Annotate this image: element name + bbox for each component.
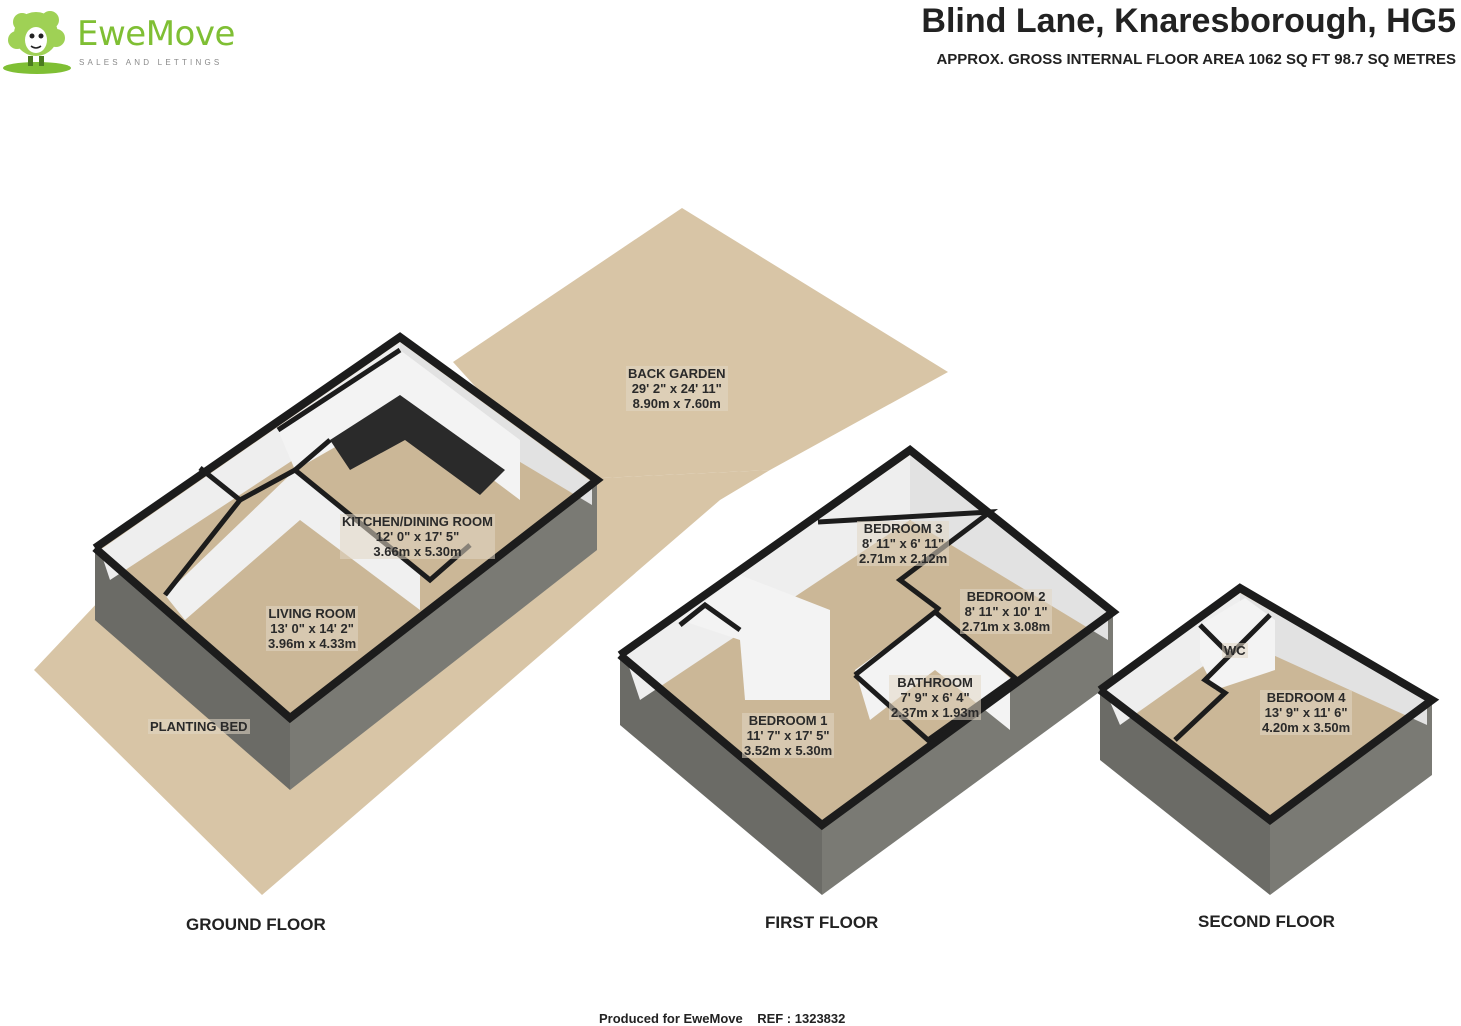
room-size-metric: 4.20m x 3.50m — [1262, 720, 1351, 735]
ground-wall-tops — [92, 332, 604, 724]
second-interior-walls — [1173, 623, 1234, 742]
room-label-bedroom4: BEDROOM 4 13' 9" x 11' 6" 4.20m x 3.50m — [1260, 690, 1353, 735]
second-brick-wall-left — [1100, 690, 1270, 895]
room-size-metric: 2.71m x 2.12m — [859, 551, 948, 566]
ewemove-logo[interactable]: EweMove SALES AND LETTINGS — [0, 0, 260, 80]
first-interior-walls-3 — [678, 601, 742, 633]
second-floor-plan — [1097, 583, 1440, 895]
room-size-imperial: 8' 11" x 6' 11" — [862, 536, 945, 551]
second-brick-wall-right — [1270, 700, 1432, 895]
brand-name: EweMove — [77, 14, 235, 54]
room-size-imperial: 7' 9" x 6' 4" — [900, 690, 970, 705]
room-name: LIVING ROOM — [268, 606, 356, 621]
ground-interior-walls — [276, 347, 402, 433]
room-name: BEDROOM 3 — [863, 521, 943, 536]
room-size-metric: 3.66m x 5.30m — [373, 544, 462, 559]
floor-area-subtitle: APPROX. GROSS INTERNAL FLOOR AREA 1062 S… — [936, 51, 1456, 68]
first-brick-wall-left — [620, 655, 822, 895]
kitchen-worktop — [330, 395, 505, 495]
room-label-wc: WC — [1222, 643, 1248, 658]
first-back-wall — [625, 455, 910, 700]
second-wall-tops — [1097, 583, 1440, 826]
second-back-wall-right — [1240, 593, 1427, 725]
room-size-metric: 3.52m x 5.30m — [744, 743, 833, 758]
ground-interior-walls-4 — [293, 438, 332, 472]
room-label-bedroom1: BEDROOM 1 11' 7" x 17' 5" 3.52m x 5.30m — [742, 713, 835, 758]
room-size-metric: 2.71m x 3.08m — [962, 619, 1051, 634]
first-wall-tops — [617, 444, 1120, 831]
first-brick-wall-right — [822, 612, 1113, 895]
room-size-metric: 8.90m x 7.60m — [632, 396, 721, 411]
room-name: BEDROOM 4 — [1266, 690, 1346, 705]
room-size-imperial: 13' 0" x 14' 2" — [270, 621, 354, 636]
first-back-wall-right — [910, 455, 1108, 640]
room-name: BEDROOM 1 — [748, 713, 828, 728]
ground-floor-caption: GROUND FLOOR — [186, 915, 326, 934]
kitchen-wall — [278, 350, 520, 500]
room-size-imperial: 29' 2" x 24' 11" — [631, 381, 722, 396]
room-size-metric: 3.96m x 4.33m — [268, 636, 357, 651]
room-name: PLANTING BED — [150, 719, 248, 734]
room-label-back-garden: BACK GARDEN 29' 2" x 24' 11" 8.90m x 7.6… — [626, 366, 728, 411]
room-label-bathroom: BATHROOM 7' 9" x 6' 4" 2.37m x 1.93m — [889, 675, 982, 720]
first-partition-walls — [680, 575, 830, 700]
brand-tagline: SALES AND LETTINGS — [79, 58, 223, 67]
room-size-imperial: 12' 0" x 17' 5" — [375, 529, 460, 544]
room-label-bedroom2: BEDROOM 2 8' 11" x 10' 1" 2.71m x 3.08m — [960, 589, 1053, 634]
room-size-imperial: 11' 7" x 17' 5" — [746, 728, 830, 743]
sheep-mascot-icon — [3, 11, 71, 74]
room-size-imperial: 8' 11" x 10' 1" — [964, 604, 1048, 619]
second-floor-caption: SECOND FLOOR — [1198, 912, 1335, 931]
room-label-bedroom3: BEDROOM 3 8' 11" x 6' 11" 2.71m x 2.12m — [857, 521, 950, 566]
first-floor-caption: FIRST FLOOR — [765, 913, 879, 932]
back-garden-area — [453, 208, 948, 480]
room-name: KITCHEN/DINING ROOM — [342, 514, 493, 529]
room-label-kitchen: KITCHEN/DINING ROOM 12' 0" x 17' 5" 3.66… — [340, 514, 495, 559]
ground-brick-wall-right — [290, 480, 597, 790]
room-label-planting-bed: PLANTING BED — [148, 719, 250, 734]
room-label-living: LIVING ROOM 13' 0" x 14' 2" 3.96m x 4.33… — [266, 606, 359, 651]
first-floor-plan — [617, 444, 1120, 895]
property-title: Blind Lane, Knaresborough, HG5 — [921, 2, 1456, 40]
room-name: WC — [1224, 643, 1246, 658]
room-size-imperial: 13' 9" x 11' 6" — [1264, 705, 1348, 720]
footer-reference: Produced for EweMove REF : 1323832 — [599, 1011, 846, 1026]
room-name: BATHROOM — [897, 675, 973, 690]
room-size-metric: 2.37m x 1.93m — [891, 705, 980, 720]
room-name: BEDROOM 2 — [966, 589, 1046, 604]
room-name: BACK GARDEN — [628, 366, 726, 381]
